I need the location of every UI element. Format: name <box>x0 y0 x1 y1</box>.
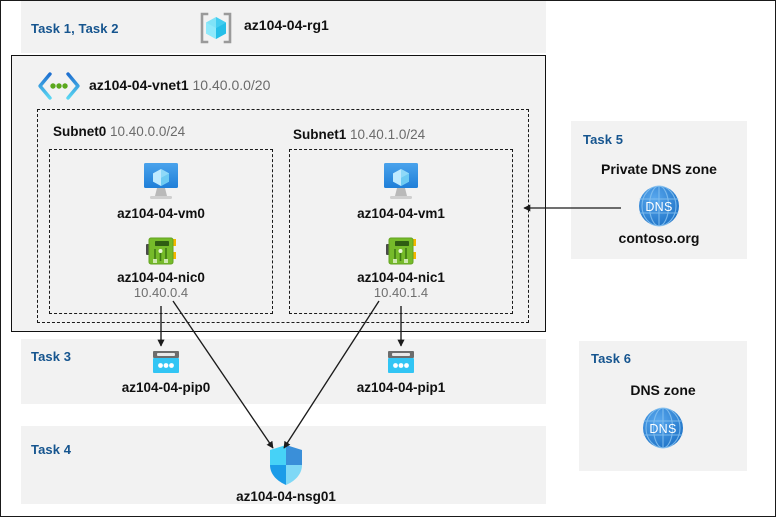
resource-group-name: az104-04-rg1 <box>244 17 329 33</box>
subnet1-title: Subnet1 10.40.1.0/24 <box>293 127 425 142</box>
subnet0-prefix: 10.40.0.0/24 <box>110 124 186 139</box>
pip1-name: az104-04-pip1 <box>356 380 446 395</box>
public-ip-address-icon <box>111 349 221 377</box>
dns-zone-icon: DNS <box>609 405 717 451</box>
virtual-network-name: az104-04-vnet1 <box>89 77 189 93</box>
virtual-machine-icon <box>341 161 461 203</box>
public-ip-panel <box>21 339 546 404</box>
task-label-3: Task 3 <box>31 349 72 364</box>
resource-group-icon <box>197 9 235 47</box>
network-interface-icon <box>101 235 221 267</box>
pip1-node[interactable]: az104-04-pip1 <box>346 349 456 395</box>
private-dns-node[interactable]: DNS contoso.org <box>602 183 716 246</box>
subnet0-title: Subnet0 10.40.0.0/24 <box>53 124 185 139</box>
virtual-network-icon <box>37 71 81 101</box>
subnet0-name: Subnet0 <box>53 124 107 139</box>
public-dns-node[interactable]: DNS <box>609 405 717 451</box>
virtual-machine-icon <box>101 161 221 203</box>
virtual-network-label: az104-04-vnet1 10.40.0.0/20 <box>89 77 270 93</box>
svg-text:DNS: DNS <box>649 422 676 436</box>
virtual-network-address-space: 10.40.0.0/20 <box>192 77 271 93</box>
vm1-name: az104-04-vm1 <box>357 206 445 221</box>
public-dns-panel <box>579 341 747 471</box>
task-label-6: Task 6 <box>591 351 632 366</box>
public-dns-heading: DNS zone <box>630 382 696 398</box>
vm1-node[interactable]: az104-04-vm1 <box>341 161 461 221</box>
vm0-node[interactable]: az104-04-vm0 <box>101 161 221 221</box>
nsg-node[interactable]: az104-04-nsg01 <box>226 443 346 504</box>
network-interface-icon <box>341 235 461 267</box>
resource-group-panel <box>21 1 546 53</box>
nic0-name: az104-04-nic0 <box>117 270 205 285</box>
subnet1-prefix: 10.40.1.0/24 <box>350 127 426 142</box>
subnet1-name: Subnet1 <box>293 127 347 142</box>
task-label-5: Task 5 <box>583 132 624 147</box>
dns-zone-icon: DNS <box>602 183 716 229</box>
task-label-4: Task 4 <box>31 442 72 457</box>
nic1-node[interactable]: az104-04-nic1 10.40.1.4 <box>341 235 461 300</box>
public-ip-address-icon <box>346 349 456 377</box>
private-dns-name: contoso.org <box>618 230 700 246</box>
svg-text:DNS: DNS <box>645 200 672 214</box>
subnets-container <box>37 109 529 323</box>
virtual-network-box <box>11 55 546 332</box>
network-security-group-icon <box>226 443 346 487</box>
nic0-ip: 10.40.0.4 <box>133 285 189 300</box>
nic1-ip: 10.40.1.4 <box>373 285 429 300</box>
private-dns-heading: Private DNS zone <box>601 161 717 177</box>
nic1-name: az104-04-nic1 <box>357 270 445 285</box>
vm0-name: az104-04-vm0 <box>117 206 205 221</box>
nsg-name: az104-04-nsg01 <box>236 489 336 504</box>
task-label-1-2: Task 1, Task 2 <box>31 21 119 36</box>
pip0-name: az104-04-pip0 <box>121 380 211 395</box>
nic0-node[interactable]: az104-04-nic0 10.40.0.4 <box>101 235 221 300</box>
pip0-node[interactable]: az104-04-pip0 <box>111 349 221 395</box>
